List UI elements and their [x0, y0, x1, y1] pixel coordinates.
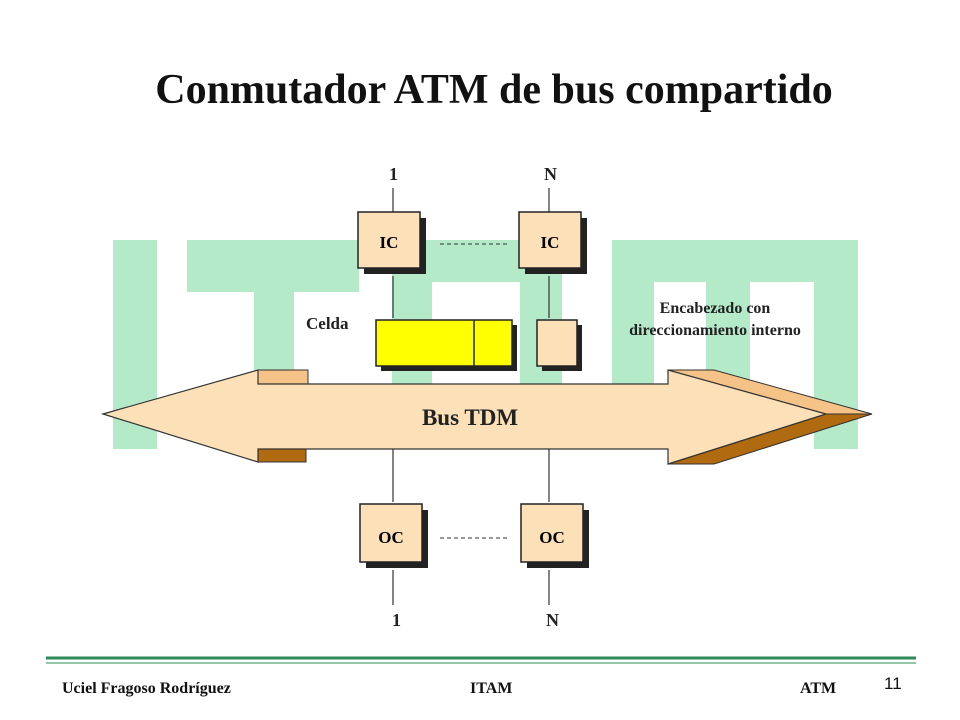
bus-main-body	[100, 369, 829, 465]
header-annotation-line1: Encabezado con	[659, 300, 771, 317]
ic-n-label: IC	[541, 233, 560, 252]
port-lines	[392, 188, 550, 605]
header-annotation: Encabezado con direccionamiento interno	[590, 298, 840, 342]
slide-title: Conmutador ATM de bus compartido	[155, 67, 833, 113]
bus-top-left-tab	[257, 369, 309, 385]
input-port-n-label: N	[544, 164, 557, 184]
output-port-1-label: 1	[392, 610, 401, 630]
page-number: 11	[884, 674, 902, 693]
ic-box-n: IC	[518, 211, 587, 274]
oc-n-label: OC	[539, 528, 565, 547]
footer-topic: ATM	[800, 680, 837, 697]
ic-1-label: IC	[380, 233, 399, 252]
oc-box-1: OC	[359, 503, 428, 568]
oc-1-label: OC	[378, 528, 404, 547]
cell-label: Celda	[306, 314, 349, 333]
header-annotation-line2: direccionamiento interno	[629, 322, 801, 339]
input-port-1-label: 1	[389, 164, 398, 184]
output-port-n-label: N	[546, 610, 559, 630]
bus-bottom-left-tab	[257, 448, 307, 463]
internal-header-box	[536, 319, 582, 371]
ic-box-1: IC	[357, 211, 426, 274]
bus-tdm-arrow: Bus TDM	[100, 369, 873, 465]
oc-box-n: OC	[520, 503, 589, 568]
atm-cell	[375, 319, 517, 371]
footer-author: Uciel Fragoso Rodríguez	[62, 680, 231, 697]
footer-org: ITAM	[470, 680, 513, 697]
bus-label: Bus TDM	[422, 405, 518, 430]
